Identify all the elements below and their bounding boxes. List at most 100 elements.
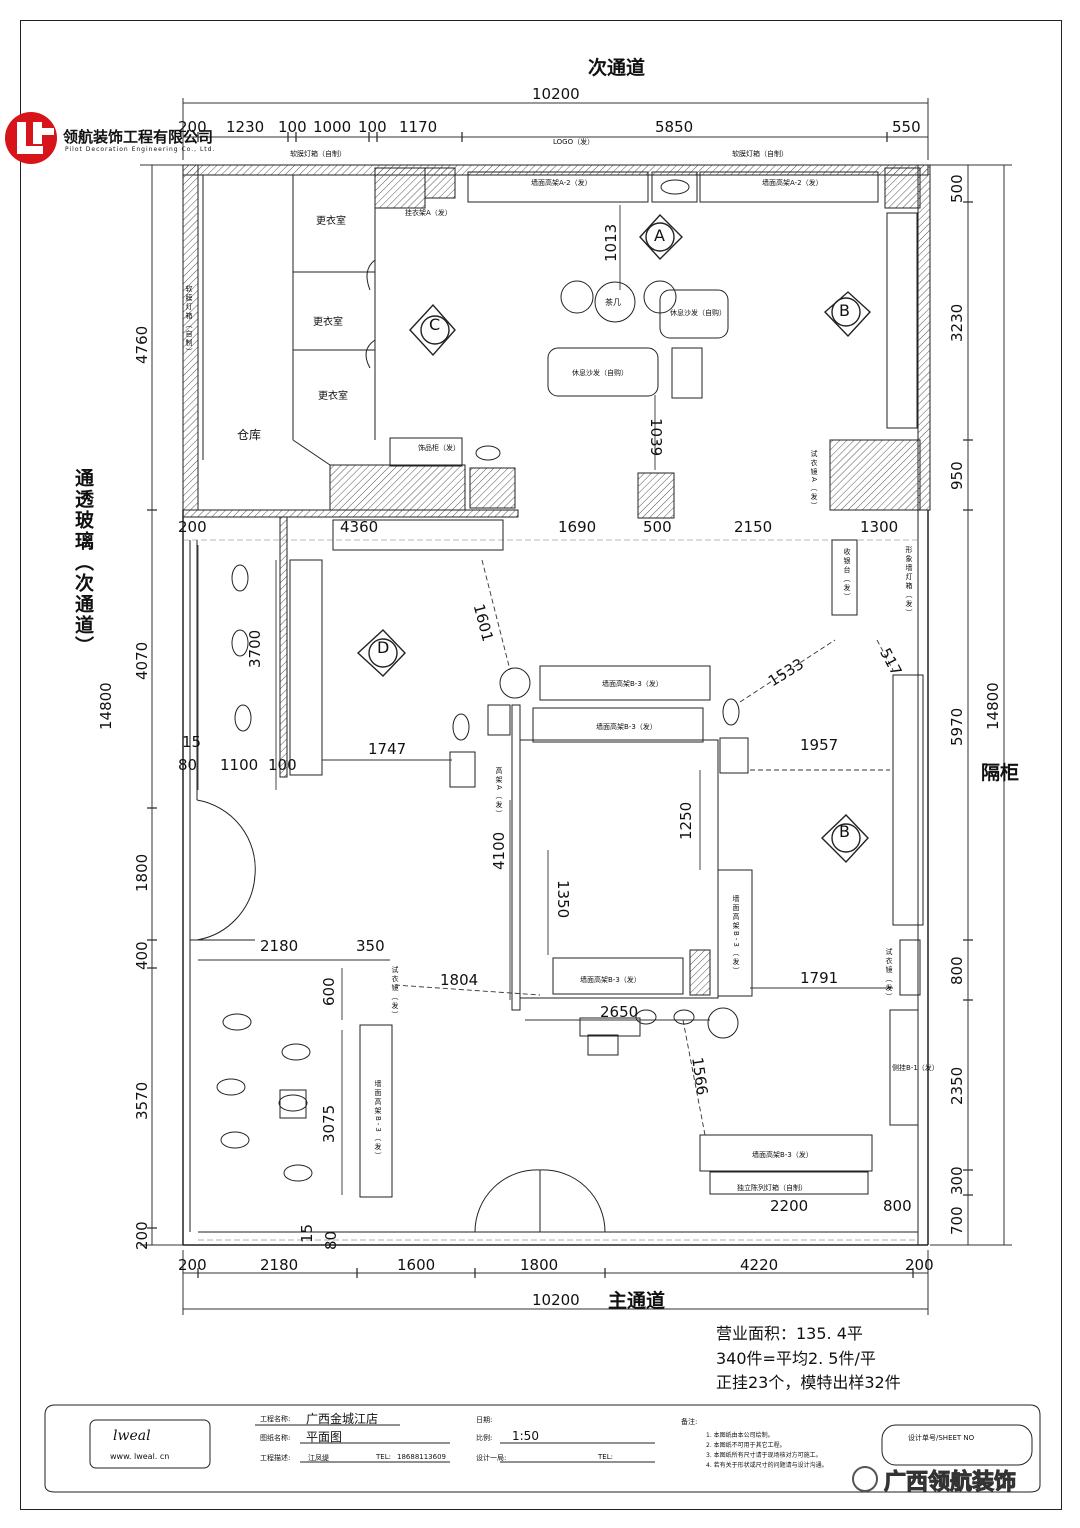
tb-drawing-label: 图纸名称: bbox=[260, 1434, 291, 1442]
dim-right: 950 bbox=[948, 461, 966, 490]
dim-interior: 600 bbox=[320, 977, 338, 1006]
label-light-strip: 软膜灯箱（自制） bbox=[290, 150, 346, 158]
dim-left: 3570 bbox=[133, 1081, 151, 1120]
tb-design-label: 设计一局: bbox=[476, 1454, 507, 1462]
dim-top: 100 bbox=[278, 118, 307, 136]
dim-interior: 1804 bbox=[440, 971, 479, 989]
dim-mid: 1300 bbox=[860, 518, 899, 536]
room-fitting: 更衣室 bbox=[318, 391, 348, 402]
tb-notes-label: 备注: bbox=[681, 1418, 698, 1426]
dim-right: 500 bbox=[948, 174, 966, 203]
watermark: 广西领航装饰 bbox=[883, 1470, 1017, 1496]
label-sofa: 休息沙发（自购） bbox=[572, 369, 628, 377]
dim-overall-left: 14800 bbox=[97, 682, 115, 730]
wechat-icon bbox=[852, 1466, 878, 1492]
dim-left: 400 bbox=[133, 941, 151, 970]
dim-mid: 500 bbox=[643, 518, 672, 536]
tb-scale: 1:50 bbox=[512, 1429, 539, 1443]
label-wall-rack: 墙面高架B-3（发） bbox=[580, 976, 641, 984]
dim-mid: 4360 bbox=[340, 518, 379, 536]
passage-left: 通透玻璃（次通道） bbox=[72, 468, 94, 657]
dim-interior: 15 bbox=[182, 733, 202, 751]
dim-interior: 80 bbox=[322, 1230, 340, 1250]
section-marker-d: D bbox=[377, 638, 390, 657]
dim-right: 3230 bbox=[948, 303, 966, 342]
label-wall-rack: 墙面高架B-3（发） bbox=[732, 895, 740, 976]
room-fitting: 更衣室 bbox=[316, 216, 346, 227]
dim-right: 300 bbox=[948, 1166, 966, 1195]
label-wall-rack: 墙面高架A-2（发） bbox=[531, 179, 592, 187]
dim-interior: 15 bbox=[298, 1223, 316, 1243]
room-fitting: 更衣室 bbox=[313, 317, 343, 328]
label-hanger: 侧挂B-1（发） bbox=[892, 1064, 939, 1072]
dim-top: 200 bbox=[178, 118, 207, 136]
dim-interior: 2180 bbox=[260, 937, 299, 955]
dim-interior: 1100 bbox=[220, 756, 259, 774]
dim-interior: 800 bbox=[883, 1197, 912, 1215]
label-rack: 高架A（发） bbox=[495, 767, 503, 819]
label-island: 独立陈列灯箱（自制） bbox=[737, 1184, 807, 1192]
dim-interior: 4100 bbox=[490, 831, 508, 870]
stat-area: 营业面积：135. 4平 bbox=[716, 1324, 863, 1343]
dim-bottom: 200 bbox=[178, 1256, 207, 1274]
dim-interior: 100 bbox=[268, 756, 297, 774]
fixtures bbox=[289, 171, 924, 1198]
dim-top: 1230 bbox=[226, 118, 265, 136]
dim-bottom: 1800 bbox=[520, 1256, 559, 1274]
dim-ticks bbox=[147, 132, 973, 1278]
dim-top: 1000 bbox=[313, 118, 352, 136]
label-cashier: 收银台（发） bbox=[843, 548, 851, 602]
dim-top: 5850 bbox=[655, 118, 694, 136]
title-block-frame bbox=[44, 1404, 1041, 1493]
tb-drawing: 平面图 bbox=[306, 1430, 343, 1444]
dim-mid: 2150 bbox=[734, 518, 773, 536]
tb-tel-label: TEL: bbox=[376, 1453, 391, 1461]
tb-project-label: 工程名称: bbox=[260, 1415, 291, 1423]
section-marker-a: A bbox=[654, 226, 665, 245]
dim-overall-top: 10200 bbox=[532, 85, 580, 103]
dim-top: 100 bbox=[358, 118, 387, 136]
dim-top: 550 bbox=[892, 118, 921, 136]
dim-interior: 1350 bbox=[554, 880, 572, 919]
dim-overall-bottom: 10200 bbox=[532, 1291, 580, 1309]
label-tea-table: 茶几 bbox=[605, 298, 621, 307]
company-name: 领航装饰工程有限公司 bbox=[63, 128, 214, 146]
label-light-box: 形象墙灯箱（发） bbox=[905, 546, 913, 618]
company-logo-mark bbox=[5, 112, 57, 164]
dim-interior: 1039 bbox=[647, 418, 665, 457]
dim-mid: 1690 bbox=[558, 518, 597, 536]
section-markers bbox=[356, 213, 871, 864]
dim-interior: 1013 bbox=[602, 223, 620, 262]
company-name-en: Pilot Decoration Engineering Co., Ltd. bbox=[65, 146, 216, 153]
tb-sheet: 设计单号/SHEET NO bbox=[908, 1434, 975, 1442]
dim-right: 5970 bbox=[948, 707, 966, 746]
section-marker-b: B bbox=[839, 301, 850, 320]
dim-bottom: 4220 bbox=[740, 1256, 779, 1274]
label-sofa: 休息沙发（自购） bbox=[670, 309, 726, 317]
dim-interior: 2200 bbox=[770, 1197, 809, 1215]
label-coat-rack: 挂衣架A（发） bbox=[405, 209, 452, 217]
label-wall-rack: 墙面高架B-3（发） bbox=[752, 1151, 813, 1159]
dim-overall-right: 14800 bbox=[984, 682, 1002, 730]
tb-project: 广西金城江店 bbox=[306, 1412, 379, 1426]
passage-right: 隔柜 bbox=[981, 762, 1020, 784]
dim-interior: 3075 bbox=[320, 1104, 338, 1143]
tb-note: 2. 本图纸不可用于其它工程。 bbox=[706, 1442, 786, 1449]
brand-script: lweal bbox=[113, 1428, 151, 1444]
tb-scale-label: 比例: bbox=[476, 1434, 493, 1442]
dim-right: 700 bbox=[948, 1206, 966, 1235]
dimension-lines bbox=[140, 98, 1012, 1315]
dim-interior: 1957 bbox=[800, 736, 839, 754]
stat-display: 正挂23个，模特出样32件 bbox=[716, 1373, 901, 1392]
walls bbox=[182, 164, 931, 1246]
tb-note: 4. 若有关于形状或尺寸的问题请与设计沟通。 bbox=[706, 1462, 828, 1469]
label-wall-rack: 墙面高架B-3（发） bbox=[602, 680, 663, 688]
tb-date-label: 日期: bbox=[476, 1416, 493, 1424]
dim-left: 4070 bbox=[133, 641, 151, 680]
dim-interior: 1791 bbox=[800, 969, 839, 987]
interior-dims bbox=[197, 205, 894, 1195]
drawing-border bbox=[20, 20, 1062, 1510]
dim-left: 200 bbox=[133, 1221, 151, 1250]
label-logo: LOGO（发） bbox=[553, 138, 595, 146]
